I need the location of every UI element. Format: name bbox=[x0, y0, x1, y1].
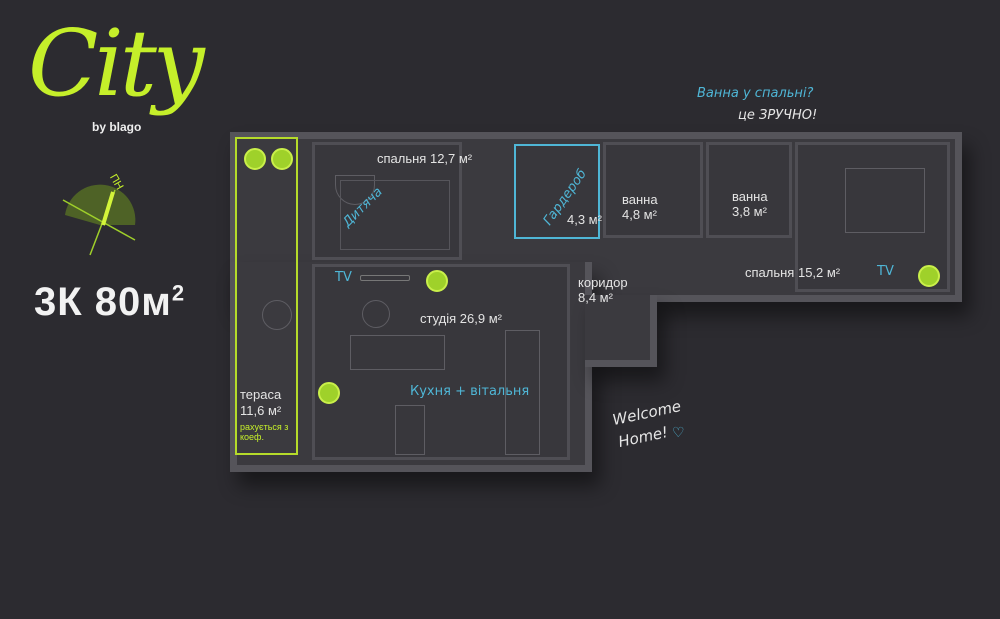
note-question: Ванна у спальні? bbox=[697, 86, 814, 101]
kitchen-counter-icon bbox=[505, 330, 540, 455]
terrace-area: 11,6 м² bbox=[240, 403, 282, 418]
area-unit-sup: 2 bbox=[171, 280, 186, 306]
corridor-area: 8,4 м² bbox=[578, 290, 613, 305]
studio bbox=[312, 264, 570, 460]
bedroom1-label: спальня 12,7 м² bbox=[377, 151, 473, 166]
brand-subtitle: by blago bbox=[92, 120, 142, 134]
tv-icon bbox=[360, 275, 410, 281]
bath1-area: 4,8 м² bbox=[622, 207, 657, 222]
corridor-label: коридор bbox=[578, 275, 628, 290]
studio-label: студія 26,9 м² bbox=[420, 311, 502, 326]
plant-icon bbox=[271, 148, 293, 170]
bath2-area: 3,8 м² bbox=[732, 204, 767, 219]
kitchen-label: Кухня + вітальня bbox=[410, 384, 530, 399]
bedroom2-label: спальня 15,2 м² bbox=[745, 265, 841, 280]
terrace-label: тераса bbox=[240, 387, 282, 402]
plant-icon bbox=[426, 270, 448, 292]
note-answer: це ЗРУЧНО! bbox=[738, 108, 818, 123]
bedroom-kids bbox=[312, 142, 462, 260]
plant-icon bbox=[318, 382, 340, 404]
apartment-title: 3К 80м2 bbox=[34, 280, 185, 325]
tv-label: TV bbox=[877, 264, 894, 279]
compass-icon bbox=[55, 170, 145, 260]
dining-table-icon bbox=[395, 405, 425, 455]
plant-icon bbox=[244, 148, 266, 170]
bed-icon bbox=[340, 180, 450, 250]
apartment-type-area: 3К 80м bbox=[34, 280, 172, 324]
heart-icon: ♡ bbox=[672, 424, 685, 440]
terrace-note: рахується з коеф. bbox=[240, 422, 289, 443]
welcome-line2: Home! bbox=[616, 422, 670, 452]
bath2-label: ванна bbox=[732, 189, 768, 204]
terrace bbox=[235, 137, 298, 455]
wardrobe bbox=[514, 144, 600, 239]
pouf-icon bbox=[362, 300, 390, 328]
bed-icon bbox=[845, 168, 925, 233]
plant-icon bbox=[918, 265, 940, 287]
bathroom-2 bbox=[706, 142, 792, 238]
sofa-icon bbox=[350, 335, 445, 370]
table-icon bbox=[262, 300, 292, 330]
city-logo: City bbox=[28, 10, 205, 117]
tv-label: TV bbox=[335, 270, 352, 285]
wardrobe-area: 4,3 м² bbox=[567, 212, 602, 227]
floor-corridor-bump bbox=[585, 295, 657, 367]
bathroom-1 bbox=[603, 142, 703, 238]
bath1-label: ванна bbox=[622, 192, 658, 207]
